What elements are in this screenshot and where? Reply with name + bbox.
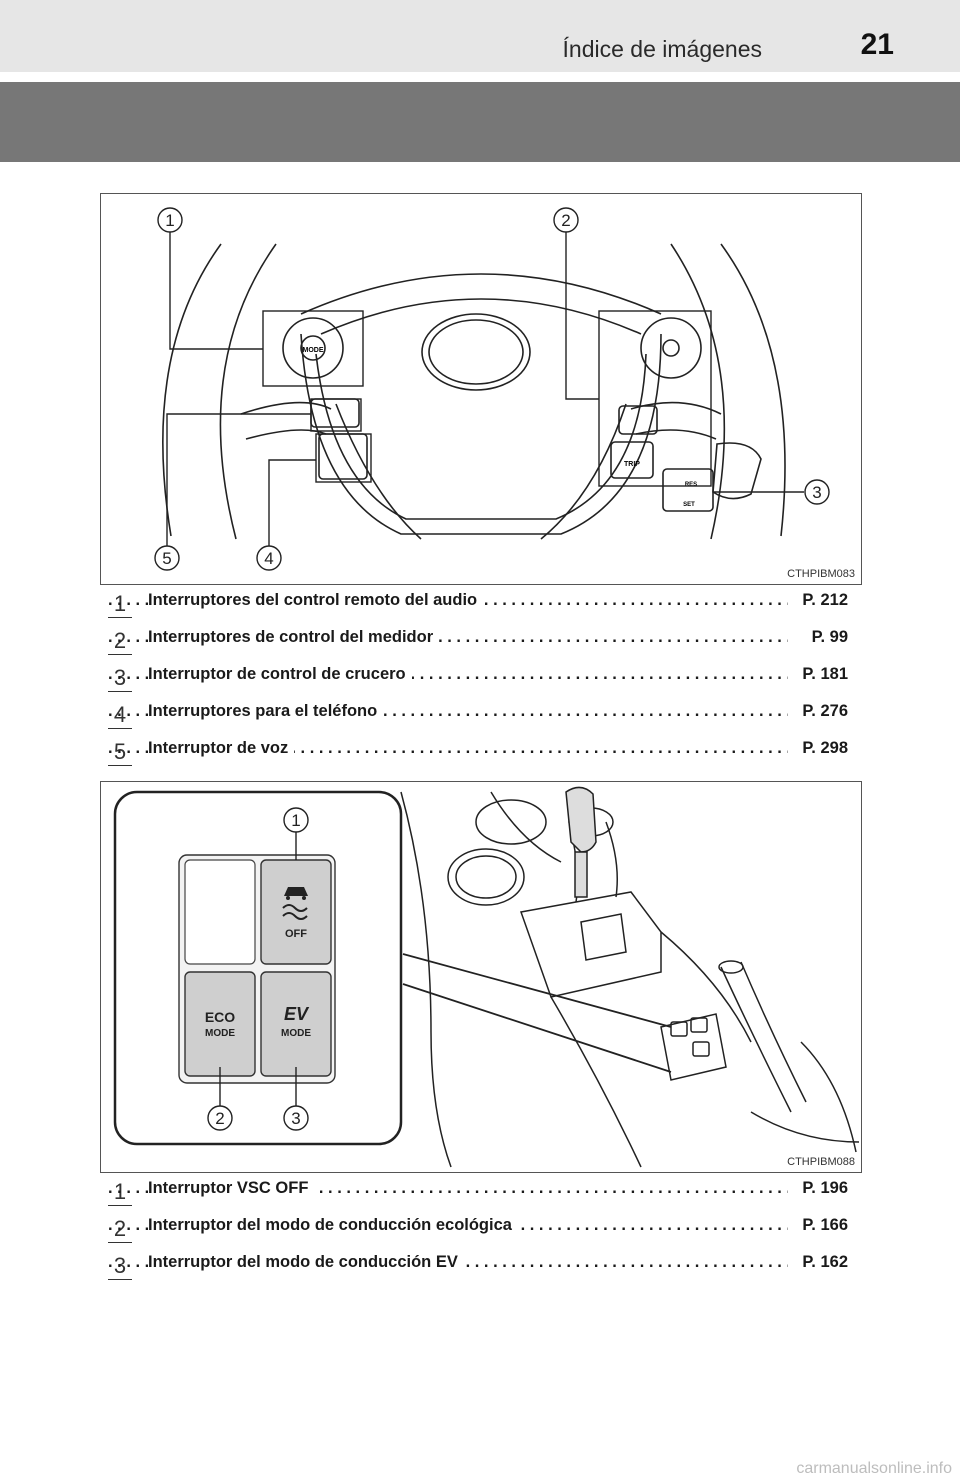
callout-2: 2 xyxy=(561,211,570,230)
item-number: 1 xyxy=(108,1181,132,1206)
page-reference[interactable]: P. 181 xyxy=(798,665,848,684)
steering-wheel-figure: MODE TRIP RES SET 1 2 3 4 xyxy=(100,193,862,585)
list-item: 3 . . . . . . . . . . . . . . . . . . . … xyxy=(108,663,848,700)
item-label: Interruptores de control del medidor xyxy=(148,628,440,647)
ev-label: EV xyxy=(284,1004,310,1024)
page-reference[interactable]: P. 162 xyxy=(798,1253,848,1272)
trip-button-label: TRIP xyxy=(624,461,640,468)
item-number: 3 xyxy=(108,667,132,692)
section-title: Índice de imágenes xyxy=(562,36,762,62)
page-reference[interactable]: P. 99 xyxy=(807,628,848,647)
callout-2: 2 xyxy=(215,1109,224,1128)
figure-code: CTHPIBM088 xyxy=(787,1156,855,1168)
item-number: 1 xyxy=(108,593,132,618)
item-number: 4 xyxy=(108,704,132,729)
item-number: 2 xyxy=(108,630,132,655)
eco-mode-label: MODE xyxy=(205,1028,235,1039)
callout-4: 4 xyxy=(264,549,273,568)
page-reference[interactable]: P. 212 xyxy=(798,591,848,610)
res-label: RES xyxy=(685,482,697,488)
page-reference[interactable]: P. 298 xyxy=(798,739,848,758)
set-label: SET xyxy=(683,502,695,508)
item-label: Interruptor de control de crucero xyxy=(148,665,412,684)
vsc-off-icon xyxy=(284,887,308,900)
callout-3: 3 xyxy=(812,483,821,502)
figure2-legend: 1 . . . . . . . . . . . . . . . . . . . … xyxy=(108,1177,848,1288)
item-number: 3 xyxy=(108,1255,132,1280)
item-label: Interruptores del control remoto del aud… xyxy=(148,591,484,610)
item-number: 5 xyxy=(108,741,132,766)
figure1-legend: 1 . . . . . . . . . . . . . . . . . . . … xyxy=(108,589,848,774)
callout-1: 1 xyxy=(165,211,174,230)
item-label: Interruptor VSC OFF xyxy=(148,1179,315,1198)
item-label: Interruptor de voz xyxy=(148,739,295,758)
console-switches-figure: OFF ECO MODE EV MODE 1 2 3 CTHPIBM088 xyxy=(100,781,862,1173)
list-item: 1 . . . . . . . . . . . . . . . . . . . … xyxy=(108,1177,848,1214)
page-number: 21 xyxy=(860,28,894,61)
callout-1: 1 xyxy=(291,811,300,830)
watermark: carmanualsonline.info xyxy=(796,1460,952,1477)
item-number: 2 xyxy=(108,1218,132,1243)
list-item: 4 . . . . . . . . . . . . . . . . . . . … xyxy=(108,700,848,737)
item-label: Interruptor del modo de conducción ecoló… xyxy=(148,1216,518,1235)
list-item: 3 . . . . . . . . . . . . . . . . . . . … xyxy=(108,1251,848,1288)
list-item: 2 . . . . . . . . . . . . . . . . . . . … xyxy=(108,1214,848,1251)
callout-3: 3 xyxy=(291,1109,300,1128)
list-item: 5 . . . . . . . . . . . . . . . . . . . … xyxy=(108,737,848,774)
list-item: 2 . . . . . . . . . . . . . . . . . . . … xyxy=(108,626,848,663)
console-illustration: OFF ECO MODE EV MODE 1 2 3 xyxy=(113,786,860,1168)
page-reference[interactable]: P. 196 xyxy=(798,1179,848,1198)
ev-mode-label: MODE xyxy=(281,1028,311,1039)
steering-wheel-illustration: MODE TRIP RES SET 1 2 3 4 xyxy=(154,207,830,571)
vsc-off-label: OFF xyxy=(285,928,307,940)
callout-5: 5 xyxy=(162,549,171,568)
page-reference[interactable]: P. 166 xyxy=(798,1216,848,1235)
page-header: Índice de imágenes 21 xyxy=(0,0,960,72)
page-reference[interactable]: P. 276 xyxy=(798,702,848,721)
item-label: Interruptores para el teléfono xyxy=(148,702,384,721)
mode-button-label: MODE xyxy=(303,347,324,354)
list-item: 1 . . . . . . . . . . . . . . . . . . . … xyxy=(108,589,848,626)
header-band xyxy=(0,82,960,162)
figure-code: CTHPIBM083 xyxy=(787,568,855,580)
item-label: Interruptor del modo de conducción EV xyxy=(148,1253,464,1272)
eco-label: ECO xyxy=(205,1009,235,1025)
